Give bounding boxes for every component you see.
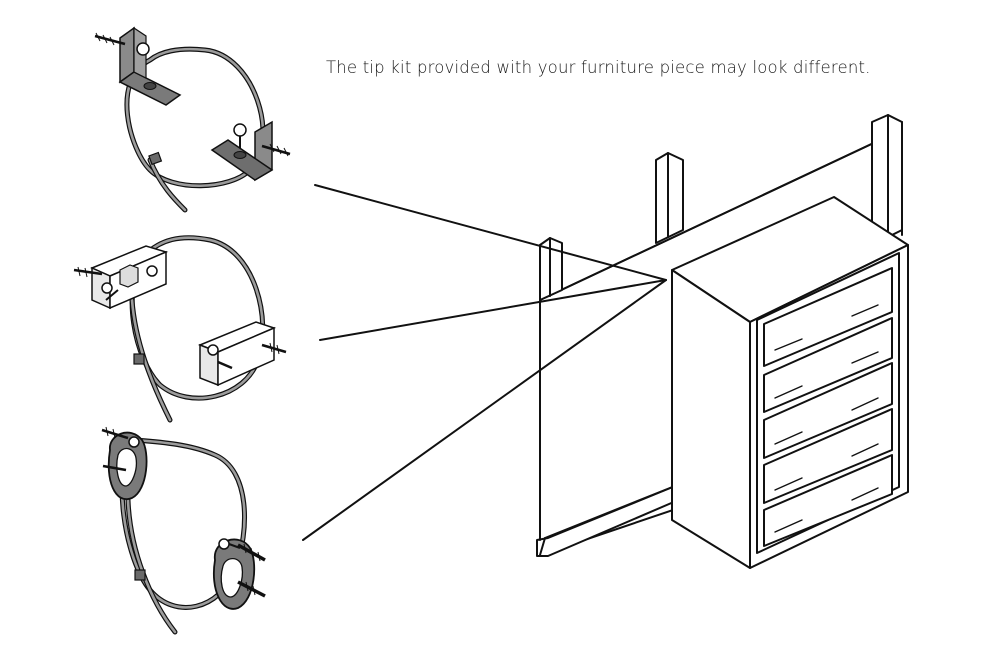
drawer-1 xyxy=(763,267,893,367)
block-tip-kit-icon xyxy=(73,235,287,423)
drawer-4 xyxy=(763,408,893,504)
pointer-lines xyxy=(302,184,667,541)
drawer-5 xyxy=(763,454,893,547)
wall-stud-right-icon xyxy=(871,114,903,246)
dresser-icon xyxy=(671,196,909,569)
drawer-3 xyxy=(763,362,893,459)
l-bracket-tip-kit-icon xyxy=(94,26,291,213)
wall-stud-middle-icon xyxy=(655,152,684,244)
tip-kit-note: The tip kit provided with your furniture… xyxy=(326,58,871,77)
loop-bracket-tip-kit-icon xyxy=(101,426,266,635)
drawer-2 xyxy=(763,317,893,413)
wall-stud-left-icon xyxy=(539,237,563,541)
